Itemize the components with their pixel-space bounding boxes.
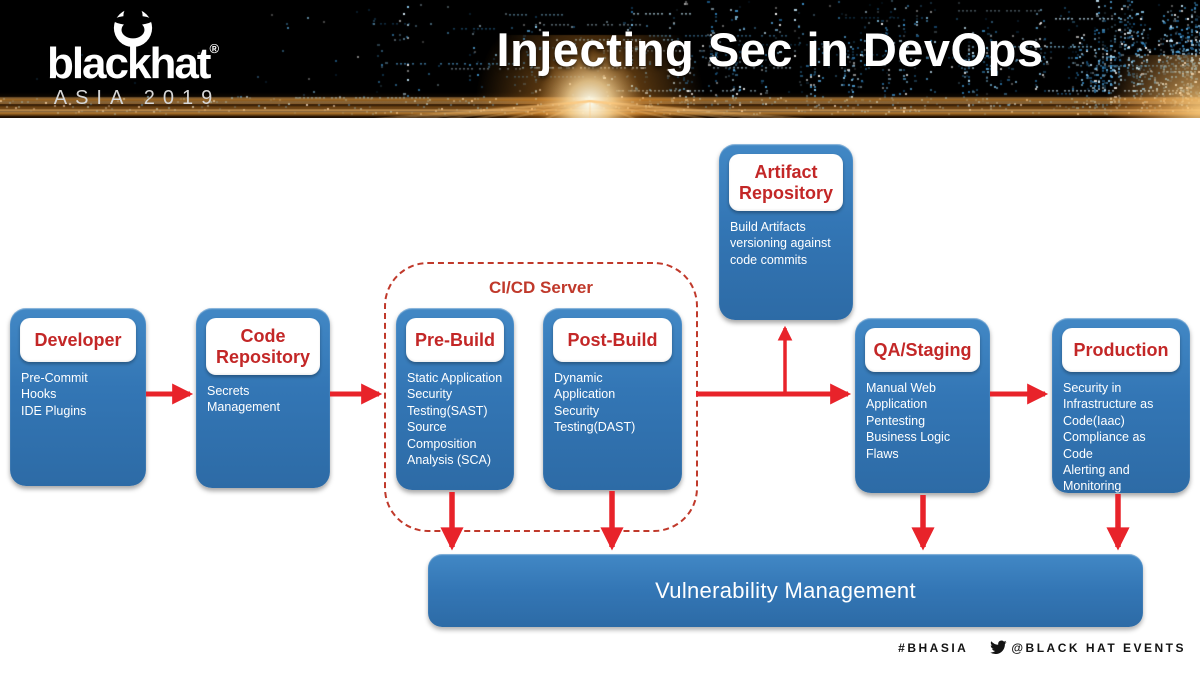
registered-mark: ® <box>209 41 220 56</box>
node-post-build-title: Post-Build <box>553 318 672 362</box>
blackhat-hat-icon <box>113 6 153 48</box>
node-qa-staging-title: QA/Staging <box>865 328 980 372</box>
cicd-server-group: CI/CD Server <box>384 262 698 532</box>
node-post-build-body: Dynamic Application Security Testing(DAS… <box>554 371 636 435</box>
cicd-server-label: CI/CD Server <box>489 278 593 297</box>
footer: #BHASIA @BLACK HAT EVENTS <box>0 640 1186 655</box>
node-code-repository-title: Code Repository <box>206 318 320 375</box>
blackhat-logo: blackhat® ASIA 2019 <box>26 4 240 110</box>
node-artifact-repository: Artifact Repository Build Artifacts vers… <box>719 144 853 320</box>
node-production: Production Security in Infrastructure as… <box>1052 318 1190 493</box>
node-production-body: Security in Infrastructure as Code(Iaac)… <box>1063 381 1154 494</box>
node-developer-body: Pre-Commit Hooks IDE Plugins <box>21 371 88 418</box>
node-developer-title: Developer <box>20 318 136 362</box>
node-artifact-repository-title: Artifact Repository <box>729 154 843 211</box>
node-vulnerability-management: Vulnerability Management <box>428 554 1143 627</box>
node-qa-staging-body: Manual Web Application Pentesting Busine… <box>866 381 951 461</box>
node-pre-build-body: Static Application Security Testing(SAST… <box>407 371 503 467</box>
node-production-title: Production <box>1062 328 1180 372</box>
blackhat-wordmark: blackhat® <box>26 42 240 86</box>
slide-title: Injecting Sec in DevOps <box>496 23 1044 76</box>
node-pre-build-title: Pre-Build <box>406 318 504 362</box>
node-pre-build: Pre-Build Static Application Security Te… <box>396 308 514 490</box>
node-code-repository-body: Secrets Management <box>207 384 280 415</box>
header-background <box>0 0 1200 118</box>
node-developer: Developer Pre-Commit Hooks IDE Plugins <box>10 308 146 486</box>
node-artifact-repository-body: Build Artifacts versioning against code … <box>730 220 831 267</box>
event-hashtag: #BHASIA <box>898 640 969 655</box>
header-banner: blackhat® ASIA 2019 Injecting Sec in Dev… <box>0 0 1200 118</box>
blackhat-wordmark-text: blackhat <box>46 39 212 88</box>
event-subtitle: ASIA 2019 <box>53 87 221 109</box>
node-code-repository: Code Repository Secrets Management <box>196 308 330 488</box>
twitter-handle: @BLACK HAT EVENTS <box>1011 640 1186 655</box>
node-post-build: Post-Build Dynamic Application Security … <box>543 308 682 490</box>
vulnerability-management-label: Vulnerability Management <box>655 577 916 603</box>
devops-pipeline-diagram: CI/CD Server Developer Pre-Commit Hooks … <box>0 118 1200 675</box>
node-qa-staging: QA/Staging Manual Web Application Pentes… <box>855 318 990 493</box>
twitter-handle-group: @BLACK HAT EVENTS <box>990 640 1186 655</box>
twitter-icon <box>990 640 1007 655</box>
